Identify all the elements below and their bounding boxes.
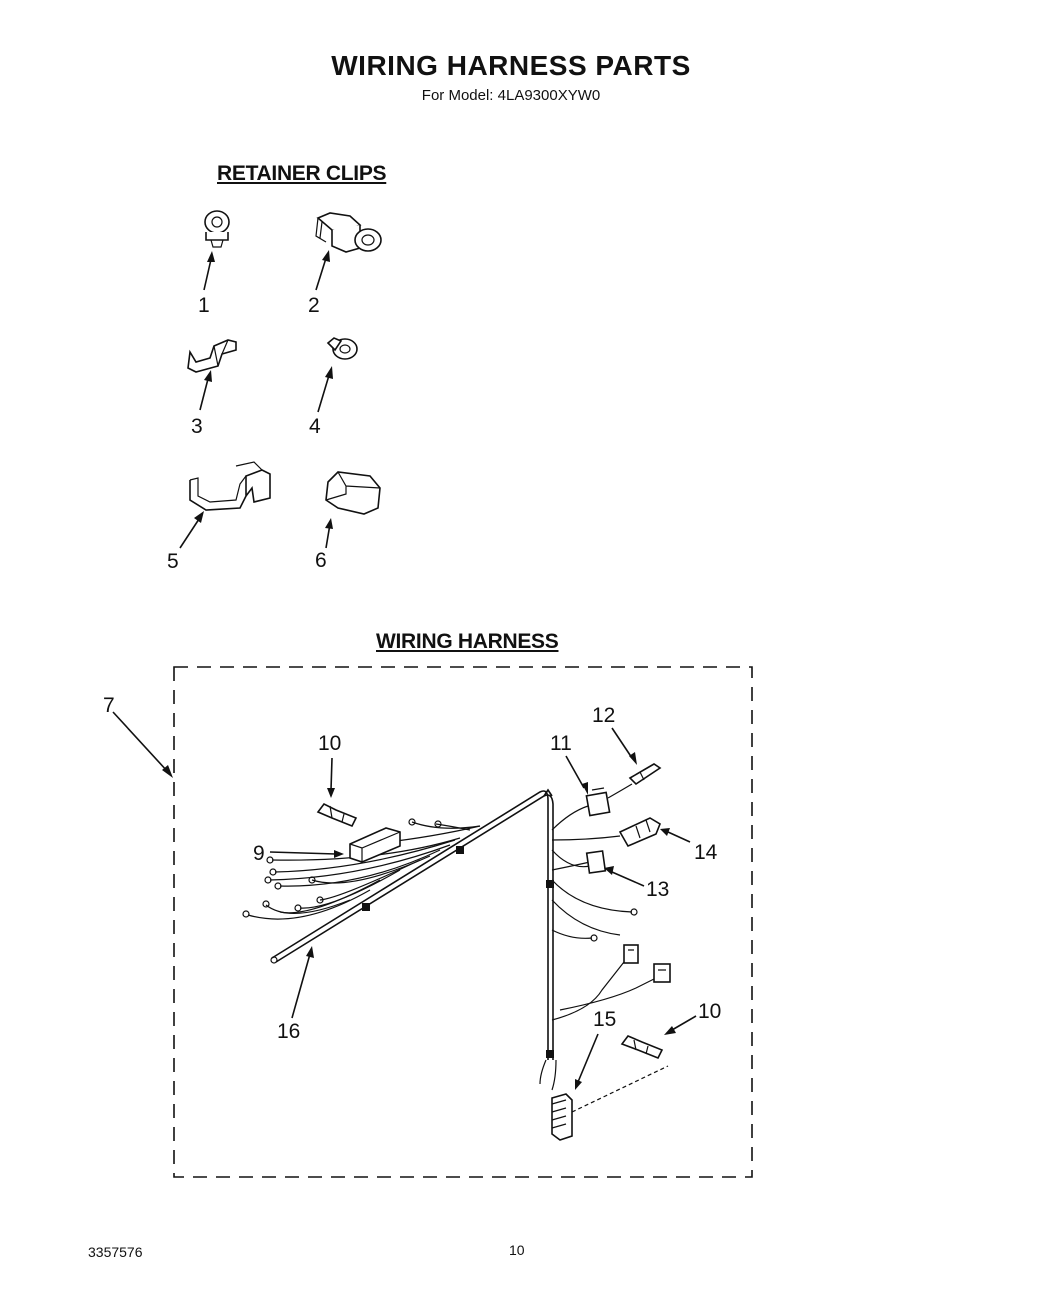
callout-16: 16 — [277, 1020, 300, 1043]
terminal-10-bottom-drawing — [620, 1035, 664, 1060]
conduit-16-arrowhead — [306, 946, 314, 958]
callout-3: 3 — [191, 415, 203, 438]
clip-4-arrowhead — [325, 366, 333, 379]
connector-13-leader — [611, 871, 645, 887]
box-7-arrowhead — [162, 765, 173, 778]
wiring-harness-heading: WIRING HARNESS — [376, 630, 559, 653]
connector-14-arrowhead — [660, 828, 670, 836]
clip-2-drawing — [315, 212, 382, 253]
connector-9-drawing — [349, 827, 401, 863]
callout-10-top: 10 — [318, 732, 341, 755]
connector-13-drawing — [585, 850, 607, 874]
clip-5-drawing — [189, 461, 271, 511]
document-code: 3357576 — [88, 1244, 143, 1260]
model-subtitle: For Model: 4LA9300XYW0 — [421, 87, 601, 104]
clip-6-arrowhead — [325, 518, 333, 529]
connector-15-leader — [577, 1033, 599, 1083]
callout-11: 11 — [550, 732, 572, 755]
callout-13: 13 — [646, 878, 669, 901]
callout-6: 6 — [315, 549, 327, 572]
connector-11-leader — [565, 755, 585, 789]
clip-4-leader — [317, 371, 331, 413]
callout-5: 5 — [167, 550, 179, 573]
callout-1: 1 — [198, 294, 210, 317]
conduit-16-leader — [291, 953, 311, 1019]
callout-12: 12 — [592, 704, 615, 727]
clip-1-drawing — [204, 210, 230, 248]
callout-4: 4 — [309, 415, 321, 438]
terminal-12-arrowhead — [629, 752, 637, 765]
callout-10-bottom: 10 — [698, 1000, 721, 1023]
plug-connectors-drawing — [623, 944, 671, 983]
clip-5-arrowhead — [194, 511, 204, 523]
clip-2-leader — [315, 254, 328, 291]
connector-11-arrowhead — [582, 782, 588, 795]
callout-7: 7 — [103, 694, 115, 717]
connector-9-leader — [269, 851, 337, 855]
harness-trunk — [270, 788, 554, 1060]
clip-4-drawing — [326, 337, 358, 360]
terminal-10-bottom-arrowhead — [664, 1026, 676, 1035]
terminal-10-top-drawing — [316, 802, 358, 828]
terminal-12-leader — [611, 727, 633, 759]
connector-15-arrowhead — [575, 1079, 582, 1090]
callout-15: 15 — [593, 1008, 616, 1031]
callout-2: 2 — [308, 294, 320, 317]
connector-9-arrowhead — [334, 850, 344, 858]
left-wire-bundle — [242, 818, 481, 920]
clip-6-drawing — [325, 471, 381, 515]
connector-11-drawing — [585, 787, 611, 817]
page-number: 10 — [509, 1242, 525, 1258]
terminal-10-top-arrowhead — [327, 788, 335, 798]
clip-1-arrowhead — [207, 251, 215, 262]
connector-13-arrowhead — [604, 866, 614, 875]
connector-14-leader — [667, 831, 691, 843]
page-title: WIRING HARNESS PARTS — [331, 50, 691, 81]
clip-3-drawing — [187, 339, 237, 373]
connector-14-drawing — [618, 817, 661, 848]
terminal-10-top-leader — [330, 757, 333, 791]
box-7-leader — [112, 711, 169, 773]
retainer-clips-heading: RETAINER CLIPS — [217, 162, 387, 185]
clip-2-arrowhead — [322, 250, 330, 262]
callout-9: 9 — [253, 842, 265, 865]
harness-boundary-box — [173, 666, 753, 1178]
connector-15-drawing — [539, 1059, 669, 1141]
callout-14: 14 — [694, 841, 718, 864]
clip-3-arrowhead — [204, 370, 212, 382]
right-wire-branches — [551, 783, 657, 1021]
terminal-12-drawing — [628, 763, 662, 786]
terminal-10-bottom-leader — [671, 1015, 697, 1031]
clip-5-leader — [179, 515, 202, 549]
